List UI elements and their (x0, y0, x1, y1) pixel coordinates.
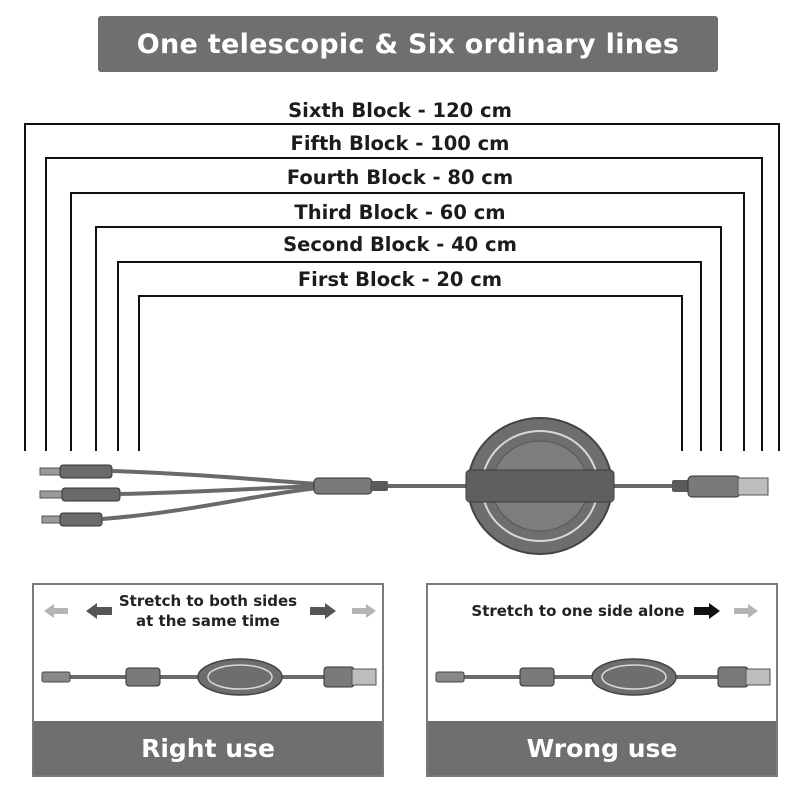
block-frame-fifth (45, 157, 763, 451)
block-label-sixth: Sixth Block - 120 cm (288, 99, 512, 122)
block-label-fifth: Fifth Block - 100 cm (290, 132, 510, 155)
arrow-right-dark-icon (694, 603, 720, 619)
usb-connector (672, 475, 769, 498)
wrong-use-panel: Stretch to one side alone Wrong use (426, 583, 778, 777)
arrow-left-light-icon (44, 604, 68, 618)
block-frame-second (117, 261, 702, 451)
right-use-label: Right use (141, 733, 275, 763)
cable-branches (101, 469, 319, 521)
arrow-left-dark-icon (86, 603, 112, 619)
arrow-right-light-icon (734, 604, 758, 618)
right-use-panel: Stretch to both sides at the same time R… (32, 583, 384, 777)
wrong-use-label: Wrong use (526, 733, 678, 763)
wrong-use-footer: Wrong use (428, 721, 776, 775)
block-label-first: First Block - 20 cm (297, 268, 503, 291)
block-frame-sixth (24, 123, 780, 451)
title-banner: One telescopic & Six ordinary lines (98, 16, 718, 72)
block-frame-third (95, 226, 722, 451)
block-label-third: Third Block - 60 cm (294, 201, 506, 224)
block-frame-first (138, 295, 683, 451)
arrow-right-dark-icon (310, 603, 336, 619)
connector-tips (39, 464, 121, 527)
block-label-fourth: Fourth Block - 80 cm (286, 166, 514, 189)
title-text: One telescopic & Six ordinary lines (136, 28, 680, 60)
block-frame-fourth (70, 192, 745, 451)
arrow-right-light-icon (352, 604, 376, 618)
block-label-second: Second Block - 40 cm (283, 233, 517, 256)
right-use-footer: Right use (34, 721, 382, 775)
right-use-illustration (41, 603, 377, 696)
splitter-sleeve (313, 477, 373, 495)
wrong-use-illustration (435, 603, 771, 696)
wrong-use-instruction: Stretch to one side alone (471, 602, 685, 620)
right-use-instruction: Stretch to both sides at the same time (94, 591, 322, 631)
right-use-instruction-line2: at the same time (136, 612, 280, 630)
retractable-cable-illustration (39, 417, 769, 555)
right-use-instruction-line1: Stretch to both sides (118, 592, 298, 610)
cable-reel (465, 417, 615, 555)
